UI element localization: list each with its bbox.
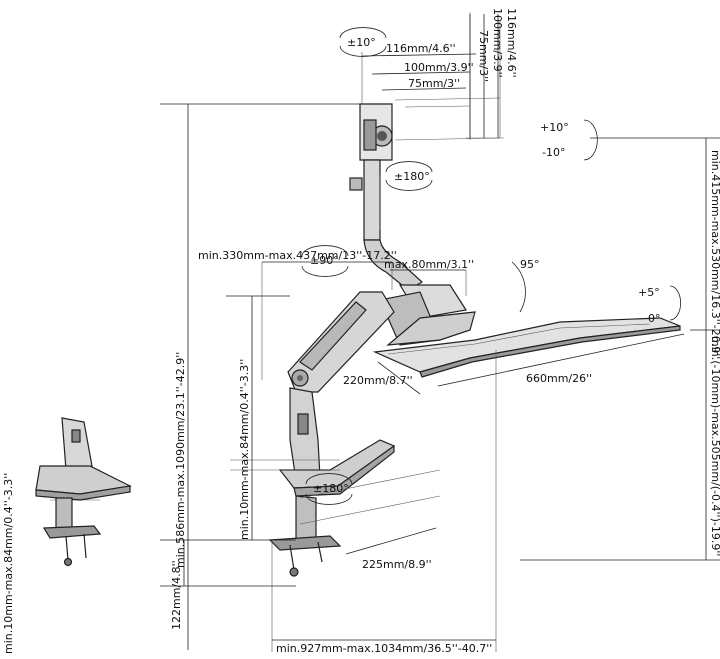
label-vesa-100-v: 100mm/3.9'': [491, 8, 504, 78]
rotation-arrows: [301, 27, 682, 505]
label-total-reach: min.927mm-max.1034mm/36.5''-40.7'': [276, 642, 492, 654]
label-kb-width: 660mm/26'': [526, 372, 592, 385]
vertical-pole: [349, 159, 381, 241]
label-tilt-down: -10°: [542, 146, 565, 159]
label-vesa-116-h: 116mm/4.6'': [386, 42, 456, 55]
label-vesa-116-v: 116mm/4.6'': [505, 8, 518, 78]
label-vesa-100-h: 100mm/3.9'': [404, 61, 474, 74]
label-height-total: min.586mm-max.1090mm/23.1''-42.9'': [174, 352, 187, 568]
dimension-labels: ±10° 116mm/4.6'' 100mm/3.9'' 75mm/3'' 11…: [2, 8, 720, 655]
label-rot-top: ±10°: [347, 36, 376, 49]
sit-stand-workstation: [230, 12, 681, 577]
column: [289, 387, 321, 481]
label-vesa-75-v: 75mm/3'': [477, 30, 490, 82]
label-kb-tilt-up: +5°: [638, 286, 660, 299]
dimension-lines: [160, 14, 720, 652]
desk-edge: [230, 459, 441, 525]
label-kb-depth: 220mm/8.7'': [343, 374, 413, 387]
label-swivel-90: ±90°: [310, 254, 339, 267]
keyboard-tray: [372, 317, 681, 378]
label-reach-arm: min.330mm-max.437mm/13''-17.2'': [198, 249, 397, 262]
clamp-base: [268, 439, 396, 577]
label-kb-tilt-zero: 0°: [648, 312, 661, 325]
label-max-80: max.80mm/3.1'': [384, 258, 474, 271]
label-angle-95: 95°: [520, 258, 540, 271]
label-base-height: 122mm/4.8'': [170, 560, 183, 630]
label-kb-height: min.(-10mm)-max.505mm/(-0.4'')-19.9'': [709, 336, 720, 556]
label-swivel-180-bottom: ±180°: [313, 482, 349, 495]
label-base-depth: 225mm/8.9'': [362, 558, 432, 571]
label-clamp-range: min.10mm-max.84mm/0.4''-3.3'': [238, 359, 251, 540]
tray-mount: [379, 284, 476, 346]
neck: [363, 239, 424, 291]
label-tilt-up: +10°: [540, 121, 569, 134]
clamp-detail-inset: [35, 417, 132, 567]
label-clamp-range-small: min.10mm-max.84mm/0.4''-3.3'': [2, 473, 15, 654]
vesa-plate: [359, 103, 393, 161]
label-swivel-180-top: ±180°: [394, 170, 430, 183]
gas-spring-arm: [287, 291, 395, 393]
label-vesa-75-h: 75mm/3'': [408, 77, 460, 90]
label-monitor-height: min.415mm-max.530mm/16.3''-20.9'': [709, 150, 720, 359]
